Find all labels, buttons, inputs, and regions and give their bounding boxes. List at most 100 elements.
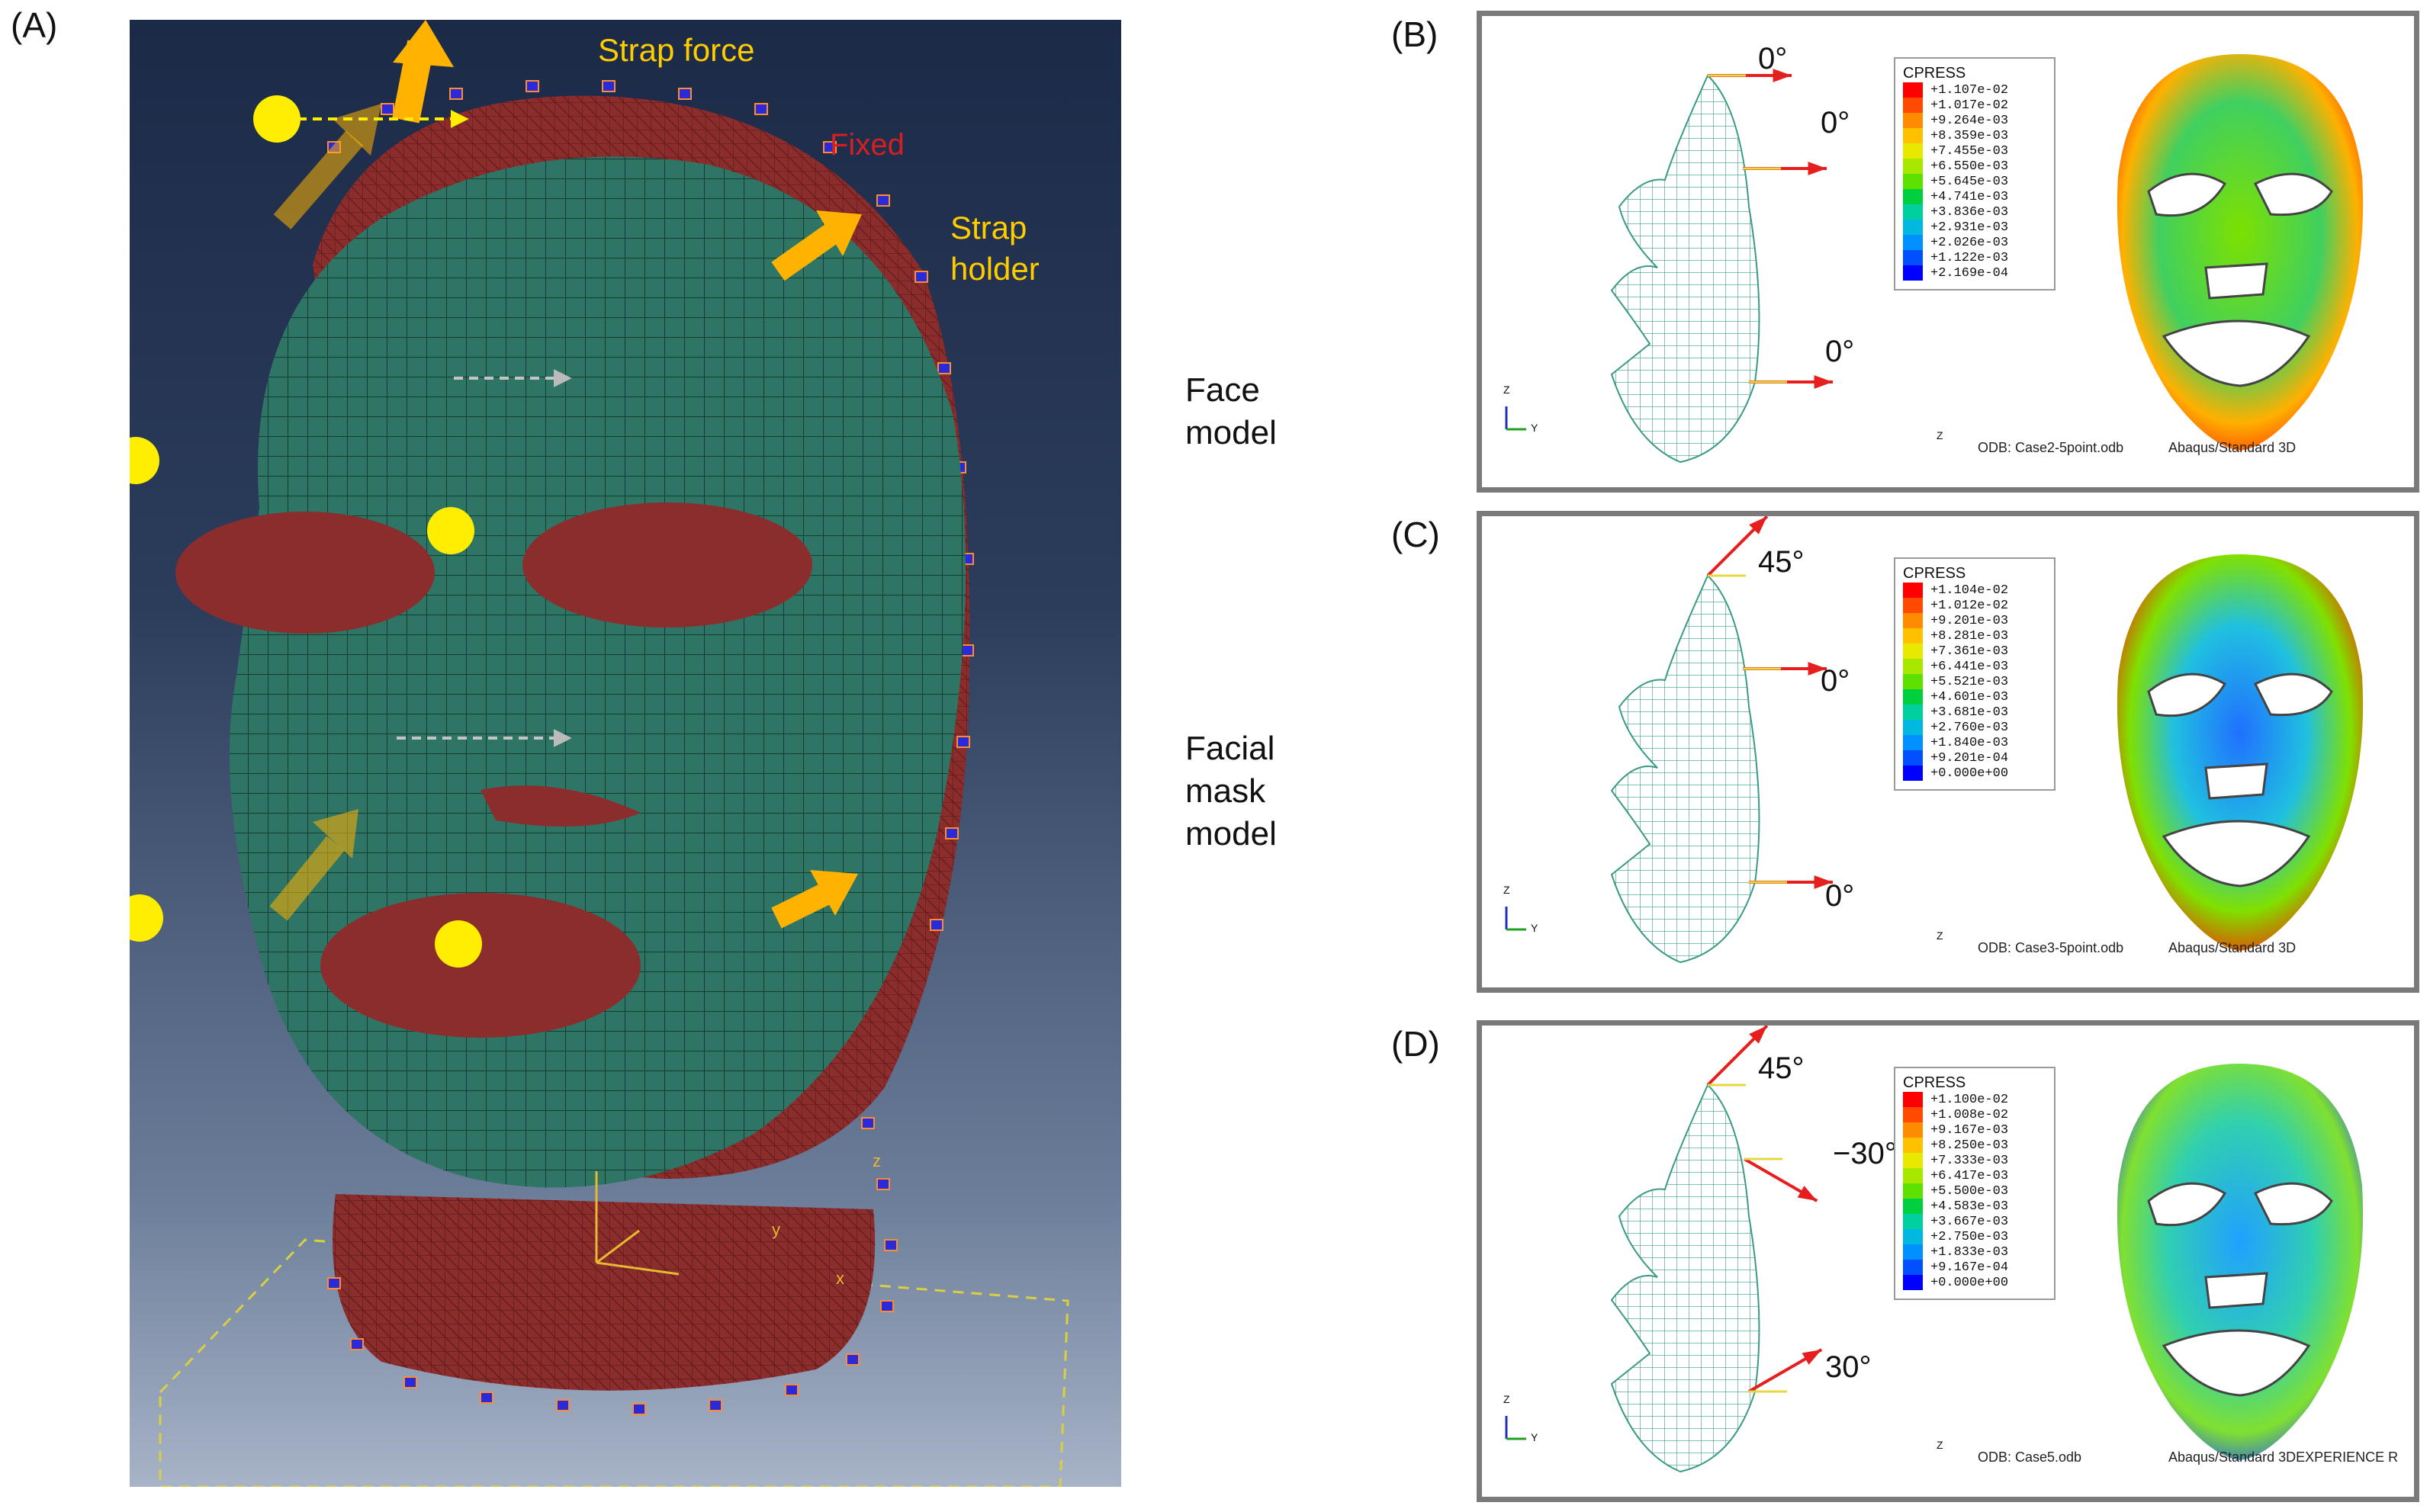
legend-value: +9.201e-03 — [1930, 613, 2009, 628]
contour-mouth-hole — [2162, 820, 2311, 888]
legend-title-1: CPRESS — [1903, 565, 1966, 582]
legend-swatch — [1903, 174, 1923, 189]
mask-model-callout: Facial mask model — [1185, 727, 1277, 856]
panel-a-letter: (A) — [11, 5, 58, 45]
panel-letter-2: (D) — [1391, 1024, 1440, 1064]
angle-label-0-0: 0° — [1758, 42, 1788, 75]
legend-swatch — [1903, 766, 1923, 781]
contour-nose-hole — [2204, 262, 2268, 300]
legend-row: +4.601e-03 — [1903, 689, 2046, 705]
odb-triad-z-0: Z — [1937, 429, 1943, 441]
triad-y-label-1: Y — [1531, 922, 1538, 934]
legend-value: +3.681e-03 — [1930, 705, 2009, 720]
legend-value: +6.441e-03 — [1930, 659, 2009, 674]
legend-row: +2.169e-04 — [1903, 265, 2046, 281]
mask-side-mesh-1 — [1505, 516, 1833, 964]
legend-row: +3.667e-03 — [1903, 1214, 2046, 1229]
pressure-contour-1 — [2117, 554, 2364, 951]
contour-mouth-hole — [2162, 319, 2311, 387]
legend-value: +2.750e-03 — [1930, 1229, 2009, 1244]
strap-force-arrows — [269, 20, 862, 929]
legend-swatch — [1903, 1229, 1923, 1244]
legend-swatch — [1903, 1199, 1923, 1214]
contour-eye-hole — [2147, 172, 2227, 217]
legend-row: +8.281e-03 — [1903, 628, 2046, 644]
legend-swatch — [1903, 250, 1923, 265]
legend-swatch — [1903, 220, 1923, 235]
pressure-contour-2 — [2117, 1064, 2364, 1460]
legend-value: +8.359e-03 — [1930, 128, 2009, 143]
solver-label-1: Abaqus/Standard 3D — [2168, 940, 2297, 955]
legend-swatch — [1903, 644, 1923, 659]
strap-holder-label-line1: Strap — [950, 210, 1027, 246]
strap-force-arrowhead-0-0 — [1773, 69, 1792, 82]
legend-value: +1.833e-03 — [1930, 1244, 2009, 1260]
legend-swatch — [1903, 1244, 1923, 1260]
legend-row: +8.359e-03 — [1903, 128, 2046, 143]
mask-profile-2 — [1610, 1083, 1760, 1473]
legend-swatch — [1903, 705, 1923, 720]
legend-row: +3.836e-03 — [1903, 204, 2046, 220]
contour-eye-hole — [2253, 172, 2333, 217]
legend-value: +1.840e-03 — [1930, 735, 2009, 750]
angle-label-1-1: 0° — [1821, 664, 1850, 698]
legend-value: +7.333e-03 — [1930, 1153, 2009, 1168]
mask-profile-1 — [1610, 574, 1760, 964]
legend-row: +0.000e+00 — [1903, 1275, 2046, 1290]
legend-swatch — [1903, 720, 1923, 735]
legend-row: +6.417e-03 — [1903, 1168, 2046, 1183]
mask-model-line1: Facial — [1185, 730, 1275, 767]
legend-value: +2.169e-04 — [1930, 265, 2009, 281]
legend-swatch — [1903, 1260, 1923, 1275]
contour-eye-hole — [2147, 1182, 2227, 1227]
angle-label-0-1: 0° — [1821, 106, 1850, 140]
scene-triad — [595, 1171, 680, 1276]
legend-row: +2.750e-03 — [1903, 1229, 2046, 1244]
strap-force-arrowhead-2-0 — [1749, 1026, 1767, 1044]
strap-force-arrowhead-2-2 — [1802, 1350, 1822, 1365]
legend-row: +1.107e-02 — [1903, 82, 2046, 98]
angle-label-1-0: 45° — [1758, 545, 1805, 579]
face-model-callout: Face model — [1185, 369, 1277, 454]
right-eye-hole — [522, 502, 812, 628]
angle-label-0-2: 0° — [1825, 335, 1855, 368]
legend-value: +5.521e-03 — [1930, 674, 2009, 689]
legend-row: +1.008e-02 — [1903, 1107, 2046, 1122]
legend-value: +8.281e-03 — [1930, 628, 2009, 644]
legend-swatch — [1903, 1092, 1923, 1107]
legend-row: +2.026e-03 — [1903, 235, 2046, 250]
contour-nose-hole — [2204, 1272, 2268, 1309]
legend-row: +1.012e-02 — [1903, 598, 2046, 613]
legend-row: +7.333e-03 — [1903, 1153, 2046, 1168]
legend-row: +4.741e-03 — [1903, 189, 2046, 204]
legend-value: +4.601e-03 — [1930, 689, 2009, 705]
strap-force-label: Strap force — [598, 32, 755, 68]
strap-holder-label-line2: holder — [950, 251, 1040, 287]
legend-swatch — [1903, 1107, 1923, 1122]
legend-row: +7.455e-03 — [1903, 143, 2046, 159]
legend-title-0: CPRESS — [1903, 65, 1966, 82]
scene-axis-y: y — [772, 1220, 780, 1239]
legend-swatch — [1903, 689, 1923, 705]
legend-value: +0.000e+00 — [1930, 1275, 2009, 1290]
panel-letter-0: (B) — [1391, 14, 1438, 54]
legend-value: +3.836e-03 — [1930, 204, 2009, 220]
contour-mouth-hole — [2162, 1329, 2311, 1397]
triad-y-label-2: Y — [1531, 1431, 1538, 1443]
legend-value: +7.455e-03 — [1930, 143, 2009, 159]
legend-swatch — [1903, 143, 1923, 159]
solver-label-2: Abaqus/Standard 3DEXPERIENCE R — [2168, 1449, 2399, 1465]
nose-hole — [481, 785, 641, 827]
odb-triad-z-1: Z — [1937, 929, 1943, 942]
legend-swatch — [1903, 159, 1923, 174]
legend-swatch — [1903, 750, 1923, 766]
scene-axis-x: x — [836, 1269, 844, 1288]
legend-swatch — [1903, 98, 1923, 113]
legend-value: +1.104e-02 — [1930, 583, 2009, 598]
legend-value: +9.264e-03 — [1930, 113, 2009, 128]
triad-z-label-0: Z — [1503, 384, 1510, 396]
legend-swatch — [1903, 598, 1923, 613]
cpress-legend-2: CPRESS+1.100e-02+1.008e-02+9.167e-03+8.2… — [1894, 1067, 2056, 1300]
contour-eye-hole — [2147, 673, 2227, 717]
